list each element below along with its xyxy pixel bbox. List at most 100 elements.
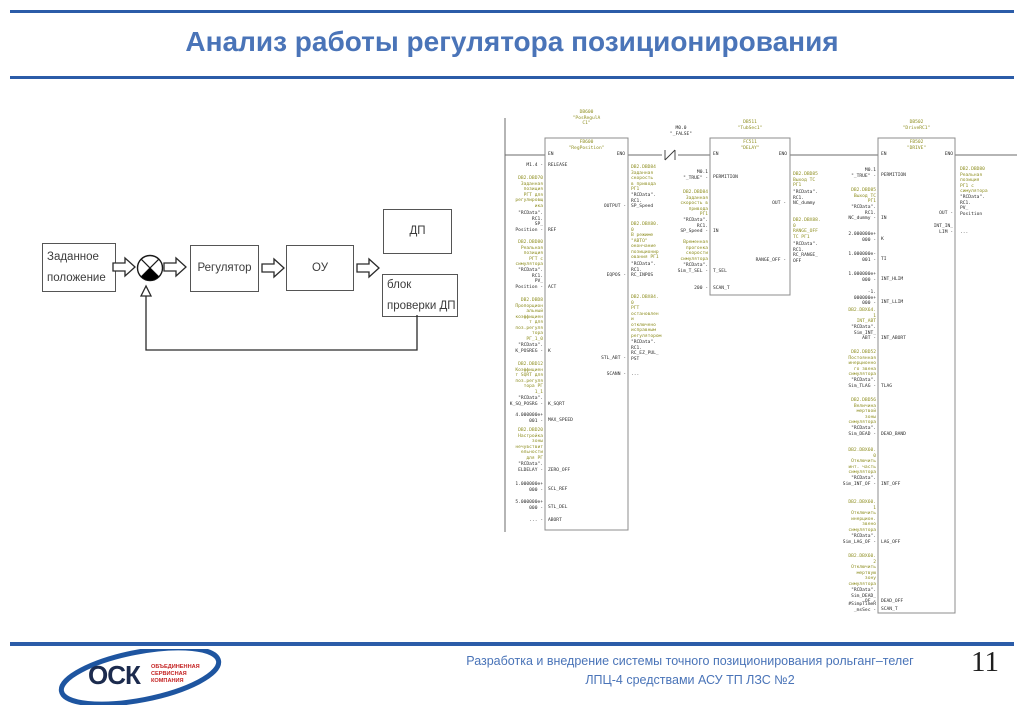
fbd-text: 1.000000e+ 000 -	[848, 272, 876, 283]
fbd-text: 5.000000e+ 000 -	[515, 500, 543, 511]
fbd-text: DEAD_BAND	[881, 432, 906, 437]
fbd-text: ... -	[529, 518, 543, 523]
fbd-text: M0.1 "_TRUE" -	[683, 170, 708, 181]
fbd-text: DB2.DBX84. 0 РГТ остановлен и отключено …	[631, 295, 662, 339]
fbd-text: OUT -	[772, 201, 786, 206]
fbd-text: DB2.DBD8 Пропорцион альный коэффициен т …	[515, 298, 543, 342]
fbd-text: DB2.DBX60. 0 Отключить инт. часть симуля…	[848, 448, 876, 475]
fbd-text: K	[881, 237, 884, 242]
fbd-block-box	[544, 137, 629, 531]
fbd-text: "RCData". RC1. RC_INPOS	[631, 262, 656, 278]
fbd-text: ZERO_OFF	[548, 468, 571, 473]
fbd-text: ACT	[548, 285, 557, 290]
fbd-block-box	[709, 137, 791, 296]
feedback-arrowhead	[139, 284, 153, 297]
fbd-text: K_SQRT	[548, 402, 565, 407]
setpoint-box: Заданное положение	[42, 243, 116, 292]
fbd-text: OUTPUT -	[603, 204, 626, 209]
sum-junction-icon	[136, 254, 164, 282]
position-sensor-label: ДП	[409, 225, 426, 238]
fbd-text: DB2.DBD12 Коэффициен т SQRT для поз.регу…	[515, 362, 543, 395]
fbd-text: IN	[881, 216, 887, 221]
fbd-text: #SimpTimeR _msSec -	[848, 602, 876, 613]
fbd-text: INT_HLIM	[881, 277, 904, 282]
fbd-text: "RCData". Sim_INT_OF -	[842, 476, 876, 487]
fbd-text: M0.0 "_FALSE"	[669, 126, 693, 137]
fbd-text: RANGE_OFF -	[755, 258, 786, 263]
fbd-text: "RCData". RC1. SP_Speed	[631, 193, 656, 209]
regulator-label: Регулятор	[197, 262, 252, 275]
fbd-text: DB2.DBD84 Заданная скорость в привода РГ…	[680, 190, 708, 217]
fbd-text: DB511 "TubSec1"	[737, 120, 763, 131]
fbd-text: "RCData". RC1. PV_ Position	[960, 195, 985, 217]
fbd-text: T_SEL	[713, 269, 727, 274]
fbd-text: -1. 000000e+ 000 -	[853, 290, 876, 306]
fbd-text: INT_IN_ LIM -	[933, 224, 953, 235]
footer-line-1: Разработка и внедрение системы точного п…	[466, 654, 914, 668]
feedback-path	[139, 284, 418, 351]
fbd-text: Временная прогонка скорости симулятора	[680, 240, 708, 262]
fbd-text: 1.000000e+ 000 -	[515, 482, 543, 493]
fbd-text: DB2.DBX80. 0 В режиме "АВТО" окончание п…	[631, 222, 659, 260]
fbd-text: DB2.DBD80 Реальная позиция РГ1 с симулят…	[960, 167, 988, 194]
fbd-network: DB600 "PosRegulA C1"FB600 "RegPosition"E…	[495, 110, 1023, 632]
fbd-text: PERMITION	[881, 173, 906, 178]
osk-logo-ellipse-icon	[58, 645, 222, 707]
fbd-text: M1.4 -	[526, 163, 543, 168]
plant-box: ОУ	[286, 245, 354, 291]
flow-arrow-3	[261, 257, 285, 279]
fbd-text: ENO	[616, 152, 625, 157]
fbd-text: DB2.DBD20 Настройка зоны нечувствит ельн…	[515, 428, 543, 461]
fbd-text: SCAN_T	[881, 607, 898, 612]
osk-logo-subtitle: ОБЪЕДИНЕННАЯ СЕРВИСНАЯ КОМПАНИЯ	[151, 664, 200, 684]
top-rule	[10, 10, 1014, 13]
fbd-text: "RCData". K_SQ_POSRG -	[509, 396, 543, 407]
fbd-text: ENO	[944, 152, 953, 157]
fbd-text: STL_DEL	[548, 505, 568, 510]
fbd-text: MAX_SPEED	[548, 418, 573, 423]
flow-arrow-2	[163, 256, 187, 278]
fbd-text: SCAN_T	[713, 286, 730, 291]
fbd-text: EN	[713, 152, 719, 157]
fbd-text: EQPOS -	[606, 273, 626, 278]
fbd-text: FB502 "DRIVE"	[906, 140, 927, 151]
fbd-text: DB2.DBX60. 1 Отключить инерцион. звено с…	[848, 500, 876, 533]
fbd-text: RELEASE	[548, 163, 568, 168]
position-sensor-box: ДП	[383, 209, 452, 254]
fbd-text: DB2.DBD85 Выход ТС РГ1	[851, 188, 876, 204]
fbd-text: "RCData". RC1. PV_ Position -	[515, 268, 543, 290]
footer-caption: Разработка и внедрение системы точного п…	[360, 652, 1020, 691]
fbd-text: TLAG	[881, 384, 893, 389]
fbd-text: "RCData". RC1. RC_RANGE_ OFF	[793, 242, 818, 264]
fbd-text: "RCData". RC1. SP_Speed -	[680, 218, 708, 234]
fbd-text: "RCData". Sim_T_SEL -	[677, 263, 708, 274]
page-title: Анализ работы регулятора позиционировани…	[185, 26, 839, 57]
fbd-text: EN	[881, 152, 887, 157]
footer-line-2: ЛПЦ-4 средствами АСУ ТП ЛЗС №2	[585, 673, 795, 688]
fbd-text: DB2.DBX64. 1 INT_ABT	[848, 308, 876, 324]
fbd-text: 2.000000e+ 000 -	[848, 232, 876, 243]
plant-label: ОУ	[312, 261, 328, 274]
control-loop-graphics	[112, 254, 418, 351]
fbd-text: DB2.DBX88. 0 RANGE_OFF ТС РГ1	[793, 218, 821, 240]
fbd-text: INT_OFF	[881, 482, 901, 487]
fbd-text: DB2.DBD84 Заданная скорость в привода РГ…	[631, 165, 656, 192]
fbd-wires-and-boxes	[504, 118, 1017, 614]
title-underline-rule	[10, 76, 1014, 79]
fbd-text: PERMITION	[713, 175, 738, 180]
fbd-text: SCANN -	[606, 372, 626, 377]
fbd-text: "RCData". ELDELAY -	[518, 462, 543, 473]
fbd-text: "RCData". K_POSREG -	[515, 343, 543, 354]
fbd-text: OUT -	[939, 211, 953, 216]
fbd-text: "RCData". RC1. NC_dummy	[793, 190, 818, 206]
fbd-text: "RCData". RC1. SP_ Position -	[515, 211, 543, 233]
flow-arrow-4	[356, 257, 380, 279]
osk-logo-text: ОСК	[88, 660, 141, 690]
fbd-text: "RCData". RC1. RC_EZ_PUL_ PST	[631, 340, 659, 362]
fbd-text: REF	[548, 228, 557, 233]
setpoint-label: Заданное положение	[47, 250, 106, 284]
sensor-check-box: блок проверки ДП	[382, 274, 458, 317]
fbd-text: DB2.DBX60. 2 Отключить мертвую зону симу…	[848, 554, 876, 587]
fbd-text: DB2.DBD52 Постоянная инерционно го звена…	[848, 350, 876, 377]
nc-contact-icon	[664, 149, 676, 161]
